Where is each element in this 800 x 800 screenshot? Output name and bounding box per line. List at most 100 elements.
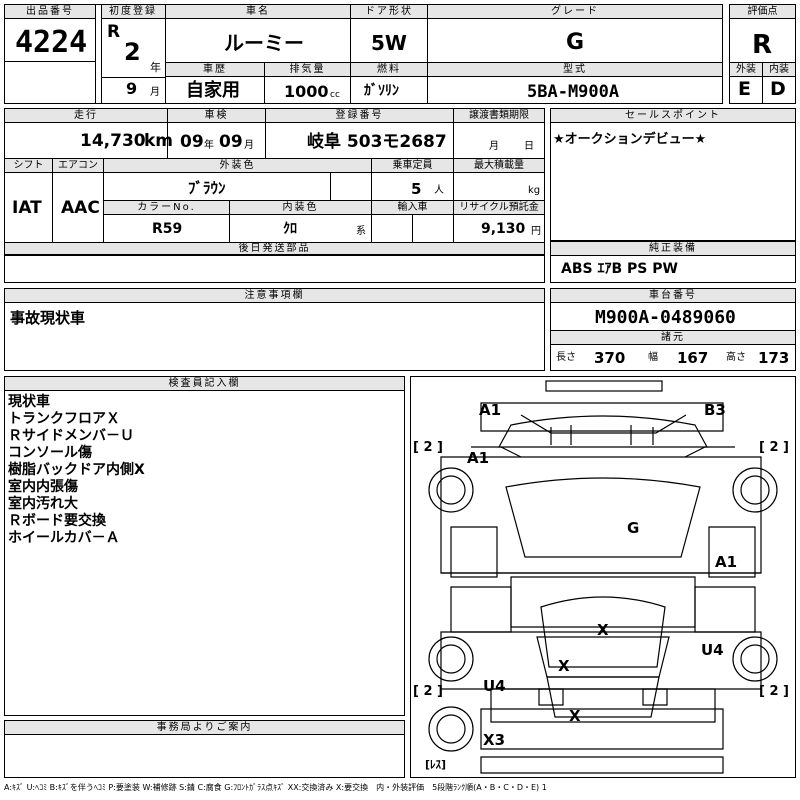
lot-number: 4224: [15, 25, 88, 60]
caution-note: 事故現状車: [10, 309, 86, 327]
header-block: [4, 4, 723, 104]
front-body: [440, 456, 762, 574]
later-parts-label: 後日発送部品: [5, 243, 544, 255]
length-label: 長さ: [556, 352, 576, 363]
chassis-label: 車台番号: [551, 289, 795, 303]
rear-lower: [480, 756, 724, 774]
displacement-label: 排気量: [265, 63, 350, 77]
car-name-label: 車名: [166, 5, 350, 19]
tire-spare: [428, 706, 474, 752]
max-load-unit: kg: [528, 185, 541, 196]
ext-color: ﾌﾞﾗｳﾝ: [188, 179, 226, 197]
reg-month: 9: [126, 79, 138, 98]
front-bumper-top: [480, 402, 724, 432]
recycle-unit: 円: [531, 226, 541, 237]
door-type: 5W: [371, 31, 407, 55]
model-label: 型式: [428, 63, 722, 77]
inspector-label: 検査員記入欄: [5, 377, 404, 391]
width: 167: [677, 349, 709, 367]
inspection-label: 車検: [168, 109, 265, 123]
recycle-label: リサイクル預託金: [454, 201, 544, 215]
transfer-day-unit: 日: [524, 141, 534, 152]
mark-u4-left: U4: [483, 677, 506, 695]
door-label: ドア形状: [351, 5, 427, 19]
mark-a1-top: A1: [479, 401, 502, 419]
fuel-type: ｶﾞｿﾘﾝ: [364, 83, 399, 99]
inspector-note: ホイールカバ－Ａ: [8, 530, 120, 546]
score-value: R: [752, 30, 773, 60]
int-color: ｸﾛ: [283, 221, 297, 237]
caution-label: 注意事項欄: [5, 289, 544, 303]
color-number: R59: [152, 221, 183, 237]
tire-rear-right: [732, 636, 778, 682]
specs-label: 諸元: [551, 331, 795, 345]
tire-rr-label: [ 2 ]: [759, 684, 789, 699]
roof-top: [540, 596, 666, 668]
mark-x3: X3: [483, 731, 506, 749]
back-door: [480, 708, 724, 750]
equipment: ABS ｴｱB PS PW: [561, 261, 678, 277]
tire-rl-label: [ 2 ]: [413, 684, 443, 699]
tire-front-left: [428, 467, 474, 513]
inspector-note: Ｒボード要交換: [8, 513, 106, 529]
equipment-label: 純正装備: [551, 242, 795, 256]
ext-score-label: 外装: [730, 63, 762, 77]
plate-number: 岐阜 503モ2687: [307, 132, 447, 152]
mark-x-lower: X: [558, 657, 570, 675]
ext-color-label: 外装色: [104, 159, 371, 173]
tire-rear-left: [428, 636, 474, 682]
inspection-year: 09: [180, 132, 204, 152]
lot-label: 出品番号: [5, 5, 95, 19]
rear-bumper: [490, 688, 716, 723]
mark-g: G: [627, 519, 640, 537]
shift-type: IAT: [12, 198, 42, 218]
damage-diagram: [ 2 ] [ 2 ] [ 2 ] [ 2 ] [ﾚｽ] A1 B3 A1 G …: [410, 376, 796, 778]
inspector-note: 現状車: [8, 394, 50, 410]
mark-a1-right: A1: [715, 553, 738, 571]
rear-glass: [546, 676, 660, 718]
reg-month-unit: 月: [150, 87, 160, 98]
sales-point: ★オークションデビュー★: [553, 132, 707, 147]
mileage: 14,730: [80, 131, 146, 151]
chassis-number: M900A-0489060: [595, 307, 736, 328]
recycle-fee: 9,130: [481, 221, 526, 237]
inspector-block: [4, 376, 405, 716]
inspector-note: 室内内張傷: [8, 479, 78, 495]
roof-panel: [545, 380, 663, 392]
displacement-unit: cc: [330, 90, 340, 100]
grade-value: G: [566, 30, 585, 55]
details-block: [4, 108, 545, 256]
reg-year: 2: [124, 38, 141, 66]
transfer-month-unit: 月: [489, 141, 499, 152]
mark-b3: B3: [704, 401, 726, 419]
history-label: 車歴: [166, 63, 264, 77]
color-no-label: カラーNo.: [104, 201, 229, 215]
inspection-year-unit: 年: [204, 140, 214, 151]
tire-fl-label: [ 2 ]: [413, 440, 443, 455]
inspection-month-unit: 月: [244, 140, 254, 151]
inspector-note: 室内汚れ大: [8, 496, 78, 512]
mileage-unit: km: [144, 131, 174, 151]
height: 173: [758, 349, 790, 367]
inspection-month: 09: [219, 132, 243, 152]
first-reg-label: 初度登録: [101, 5, 165, 19]
era: R: [107, 22, 121, 42]
score-label: 評価点: [730, 5, 795, 19]
inspector-note: トランクフロアＸ: [8, 411, 120, 427]
inspector-note: 樹脂バックドア内側X: [8, 462, 145, 478]
mark-x-rear: X: [569, 707, 581, 725]
mark-u4-right: U4: [701, 641, 724, 659]
transfer-label: 譲渡書類期限: [454, 109, 544, 123]
mileage-label: 走行: [5, 109, 167, 123]
int-score-label: 内装: [763, 63, 795, 77]
plate-label: 登録番号: [266, 109, 453, 123]
rear-body: [440, 631, 762, 690]
ac-label: エアコン: [53, 159, 103, 173]
car-name: ルーミー: [224, 31, 304, 55]
int-color-label: 内装色: [230, 201, 371, 215]
capacity-label: 乗車定員: [372, 159, 453, 173]
car-history: 自家用: [186, 80, 240, 101]
displacement: 1000: [284, 82, 329, 101]
inspector-notes: 現状車 トランクフロアＸ Ｒサイドメンバ－Ｕ コンソール傷 樹脂バックドア内側X…: [8, 394, 145, 547]
mark-x-center: X: [597, 621, 609, 639]
